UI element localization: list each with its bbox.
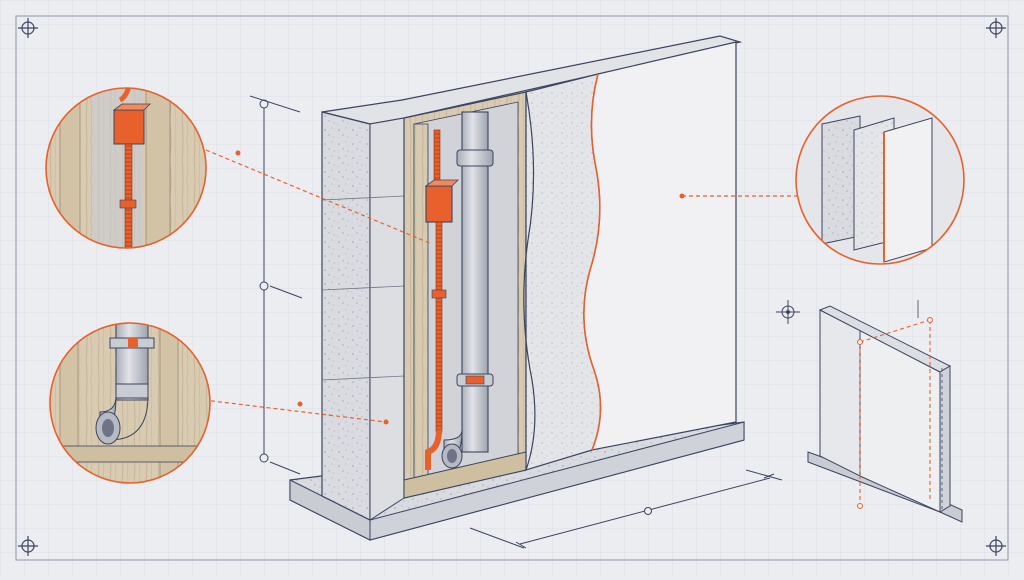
concrete-block-end	[321, 111, 371, 521]
drain-pipe	[441, 111, 494, 469]
drawing-frame	[15, 15, 1009, 561]
wall-panel-overview	[807, 300, 963, 523]
target-icon	[776, 300, 800, 324]
detail-pipe-elbow	[49, 322, 211, 484]
drywall-face	[583, 41, 737, 451]
crosshair-icon	[986, 18, 1006, 38]
crosshair-icon	[986, 536, 1006, 556]
wall-cutaway	[289, 35, 745, 541]
crosshair-icon	[18, 18, 38, 38]
crosshair-icon	[18, 536, 38, 556]
detail-layer-panels	[795, 95, 965, 265]
junction-box	[425, 185, 453, 223]
dimension-horizontal	[469, 469, 783, 549]
detail-junction-box	[45, 87, 207, 249]
dimension-vertical	[249, 95, 303, 475]
leader-lines	[203, 149, 798, 423]
electrical-conduit	[424, 129, 459, 470]
stud-left	[413, 123, 429, 487]
